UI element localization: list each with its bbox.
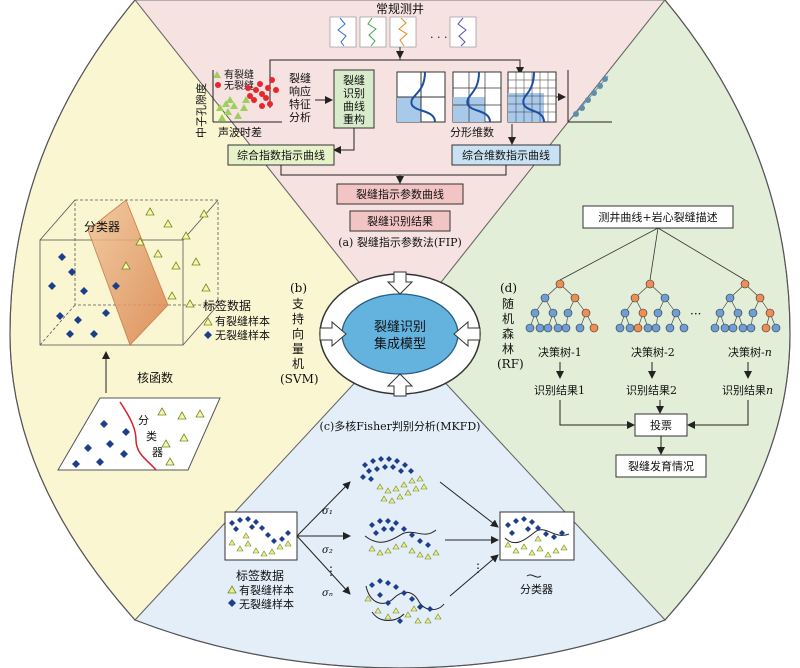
svm-title-1: 支 <box>292 297 304 311</box>
fip-result-box <box>349 210 451 232</box>
rf-title-0: (d) <box>500 281 517 295</box>
rf-title-5: (RF) <box>497 357 524 371</box>
fractal-dim-label: 分形维数 <box>450 126 494 139</box>
mkfd-input-data <box>224 511 298 561</box>
rf-resn-prefix: 识别结果 <box>722 384 766 397</box>
svm-title-5: 机 <box>292 357 304 371</box>
reconstruct-box <box>333 69 375 129</box>
decision-tree-1 <box>525 279 599 333</box>
indicator-curve-box <box>336 183 464 205</box>
kernel-space-2 <box>364 518 440 560</box>
fip-title: (a) 裂缝指示参数法(FIP) <box>338 235 462 249</box>
mkfd-classifier-label: 分类器 <box>520 582 553 596</box>
outcome-box <box>615 454 707 478</box>
fip-panel: 常规测井 . . . 中子孔隙度 声波时差 有裂缝 无裂缝 <box>194 1 612 249</box>
mkfd-output <box>499 511 575 561</box>
feature-analysis-3: 特征 <box>289 97 311 111</box>
svm-title: (b) 支 持 向 量 机 (SVM) <box>280 281 319 386</box>
legend-fracture: 有裂缝 <box>224 68 254 81</box>
composite-dim-text: 综合维数指示曲线 <box>462 148 550 162</box>
center-title-line1: 裂缝识别 <box>374 320 426 335</box>
fractal-grids <box>396 70 612 123</box>
svm-title-4: 量 <box>292 342 304 356</box>
svm-title-0: (b) <box>290 281 307 295</box>
rf-tree-ellipsis: ··· <box>690 307 701 321</box>
rf-panel: 测井曲线+岩心裂缝描述 <box>497 205 781 478</box>
rf-tree1-label: 决策树-1 <box>538 345 582 359</box>
kernel-label: 核函数 <box>137 370 173 385</box>
arrow-from-top <box>386 271 414 295</box>
arrow-from-bottom <box>386 373 414 397</box>
rf-res2: 识别结果2 <box>626 384 677 397</box>
composite-index-text: 综合指数指示曲线 <box>237 148 325 162</box>
feature-analysis-4: 分析 <box>289 110 311 124</box>
rf-resn: 识别结果n <box>722 384 773 397</box>
well-log-ellipsis: . . . <box>430 28 447 41</box>
outer-arc <box>9 0 791 668</box>
svm-classifier-label: 分类器 <box>84 220 120 234</box>
rf-input-text: 测井曲线+岩心裂缝描述 <box>598 210 717 224</box>
decision-tree-2 <box>615 279 689 333</box>
fip-result-text: 裂缝识别结果 <box>367 214 433 228</box>
mkfd-title: (c)多核Fisher判别分析(MKFD) <box>320 419 481 433</box>
svm-panel: 分类器 标签数据 有裂缝样本 无裂缝样本 核函数 <box>39 199 319 471</box>
outcome-text: 裂缝发育情况 <box>628 459 694 473</box>
reconstruct-line2: 识别 <box>343 87 365 100</box>
crossplot-y-label: 中子孔隙度 <box>194 83 208 138</box>
mkfd-panel: (c)多核Fisher判别分析(MKFD) σ₁ σ₂ ⋮ σₙ <box>224 419 575 624</box>
rf-title-2: 机 <box>502 312 514 326</box>
feature-analysis-1: 裂缝 <box>289 71 311 85</box>
rf-title: (d) 随 机 森 林 (RF) <box>497 281 524 371</box>
svm-diamonds <box>48 253 120 338</box>
well-log-plots: . . . <box>329 16 477 48</box>
arrow-from-right <box>453 320 481 348</box>
svm-classifier-v2: 类 <box>146 429 157 443</box>
crossplot-x-label: 声波时差 <box>218 125 262 139</box>
kernel-space-n <box>364 578 445 624</box>
mkfd-label-data: 标签数据 <box>236 568 284 583</box>
crossplot: 中子孔隙度 声波时差 有裂缝 无裂缝 <box>194 68 282 139</box>
svm-frac-sample: 有裂缝样本 <box>215 314 270 328</box>
feature-analysis-2: 响应 <box>289 84 311 98</box>
sigma-1: σ₁ <box>322 506 333 517</box>
rf-res1: 识别结果1 <box>534 384 585 397</box>
vote-text: 投票 <box>650 418 672 432</box>
arrow-from-left <box>319 320 347 348</box>
rf-treen-prefix: 决策树- <box>728 345 765 359</box>
mkfd-nofrac-sample: 无裂缝样本 <box>239 597 294 611</box>
rf-title-3: 森 <box>502 326 514 341</box>
rf-resn-suffix: n <box>766 384 773 397</box>
rf-tree2-label: 决策树-2 <box>631 345 675 359</box>
classifier-plane <box>87 199 169 346</box>
decision-tree-n <box>710 279 781 333</box>
crossplot-points <box>216 96 250 121</box>
svm-title-6: (SVM) <box>280 372 319 386</box>
center-model: 裂缝识别 集成模型 <box>319 271 481 397</box>
rf-title-1: 随 <box>502 296 514 311</box>
svm-nofrac-sample: 无裂缝样本 <box>215 328 270 342</box>
svm-classifier-v3: 器 <box>152 446 163 459</box>
sigma-2: σ₂ <box>322 545 333 556</box>
reconstruct-line3: 曲线 <box>343 99 365 113</box>
rf-treen-label: 决策树-n <box>728 345 772 359</box>
svm-label-data: 标签数据 <box>203 298 251 313</box>
indicator-curve-text: 裂缝指示参数曲线 <box>356 187 444 201</box>
mkfd-output-vdots: ⋮ <box>472 561 484 575</box>
center-title-line2: 集成模型 <box>374 336 426 352</box>
svm-classifier-v1: 分 <box>138 414 149 427</box>
reconstruct-line1: 裂缝 <box>343 73 365 87</box>
kernel-space-1 <box>360 456 428 504</box>
well-log-label: 常规测井 <box>376 1 424 16</box>
svm-title-3: 向 <box>292 326 304 341</box>
svm-triangles <box>121 207 211 308</box>
rf-title-4: 林 <box>502 342 514 356</box>
sigma-vdots: ⋮ <box>325 564 337 578</box>
svm-title-2: 持 <box>292 311 304 326</box>
sigma-n: σₙ <box>322 588 333 599</box>
reconstruct-line4: 重构 <box>343 112 365 126</box>
mkfd-frac-sample: 有裂缝样本 <box>239 583 294 597</box>
rf-treen-suffix: n <box>765 346 772 359</box>
